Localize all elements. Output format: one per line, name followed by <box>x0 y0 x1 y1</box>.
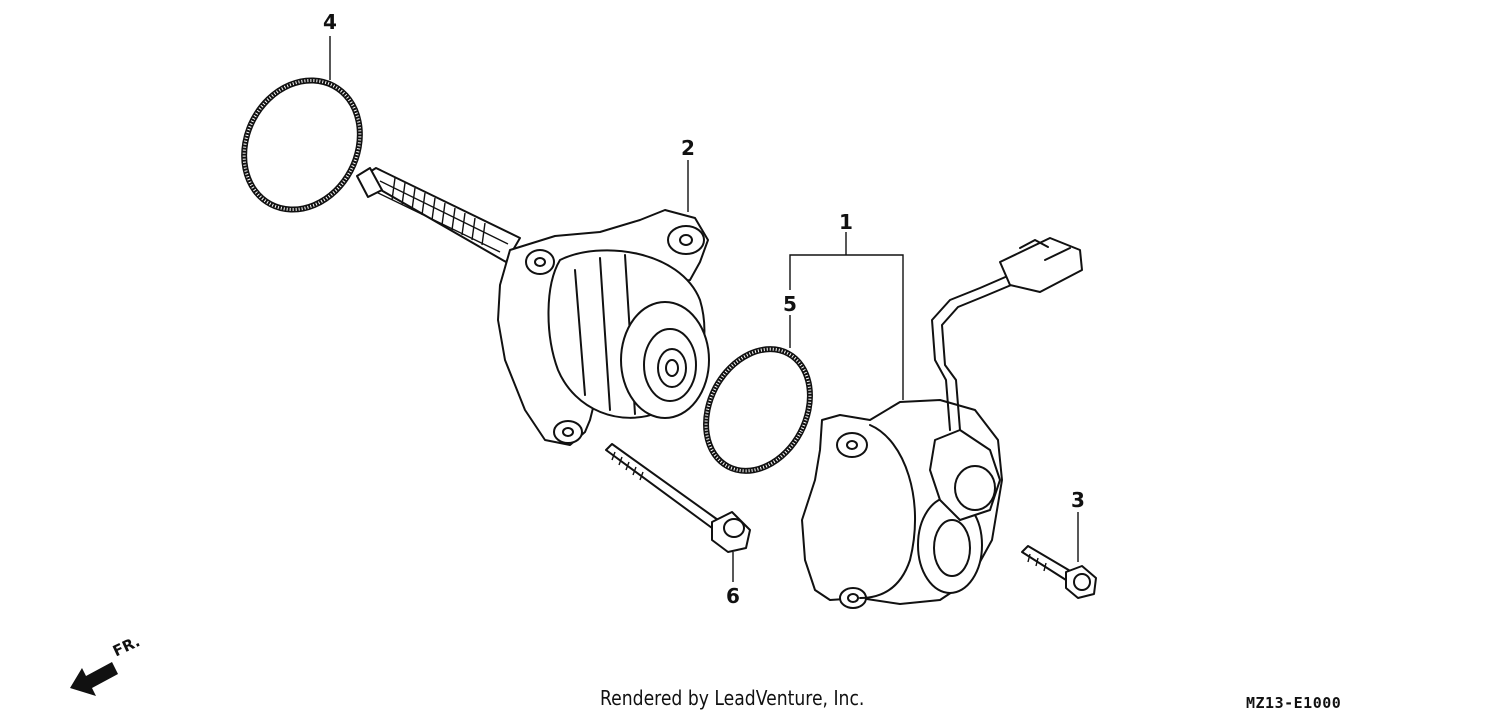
diagram-code: MZ13-E1000 <box>1246 694 1342 712</box>
o-ring-4[interactable] <box>222 60 382 230</box>
bolt-6[interactable] <box>605 443 751 553</box>
callout-2: 2 <box>681 136 695 160</box>
water-pump-2[interactable] <box>356 167 710 446</box>
pump-motor-assembly-1[interactable] <box>801 237 1083 609</box>
bolt-3[interactable] <box>1021 545 1097 599</box>
o-ring-5[interactable] <box>686 331 831 489</box>
front-direction-arrow-icon <box>70 662 118 696</box>
footer-credit: Rendered by LeadVenture, Inc. <box>600 686 865 710</box>
callout-5: 5 <box>783 292 797 316</box>
callout-3: 3 <box>1071 488 1085 512</box>
callout-6: 6 <box>726 584 740 608</box>
callout-1: 1 <box>839 210 853 234</box>
callout-4: 4 <box>323 10 337 34</box>
